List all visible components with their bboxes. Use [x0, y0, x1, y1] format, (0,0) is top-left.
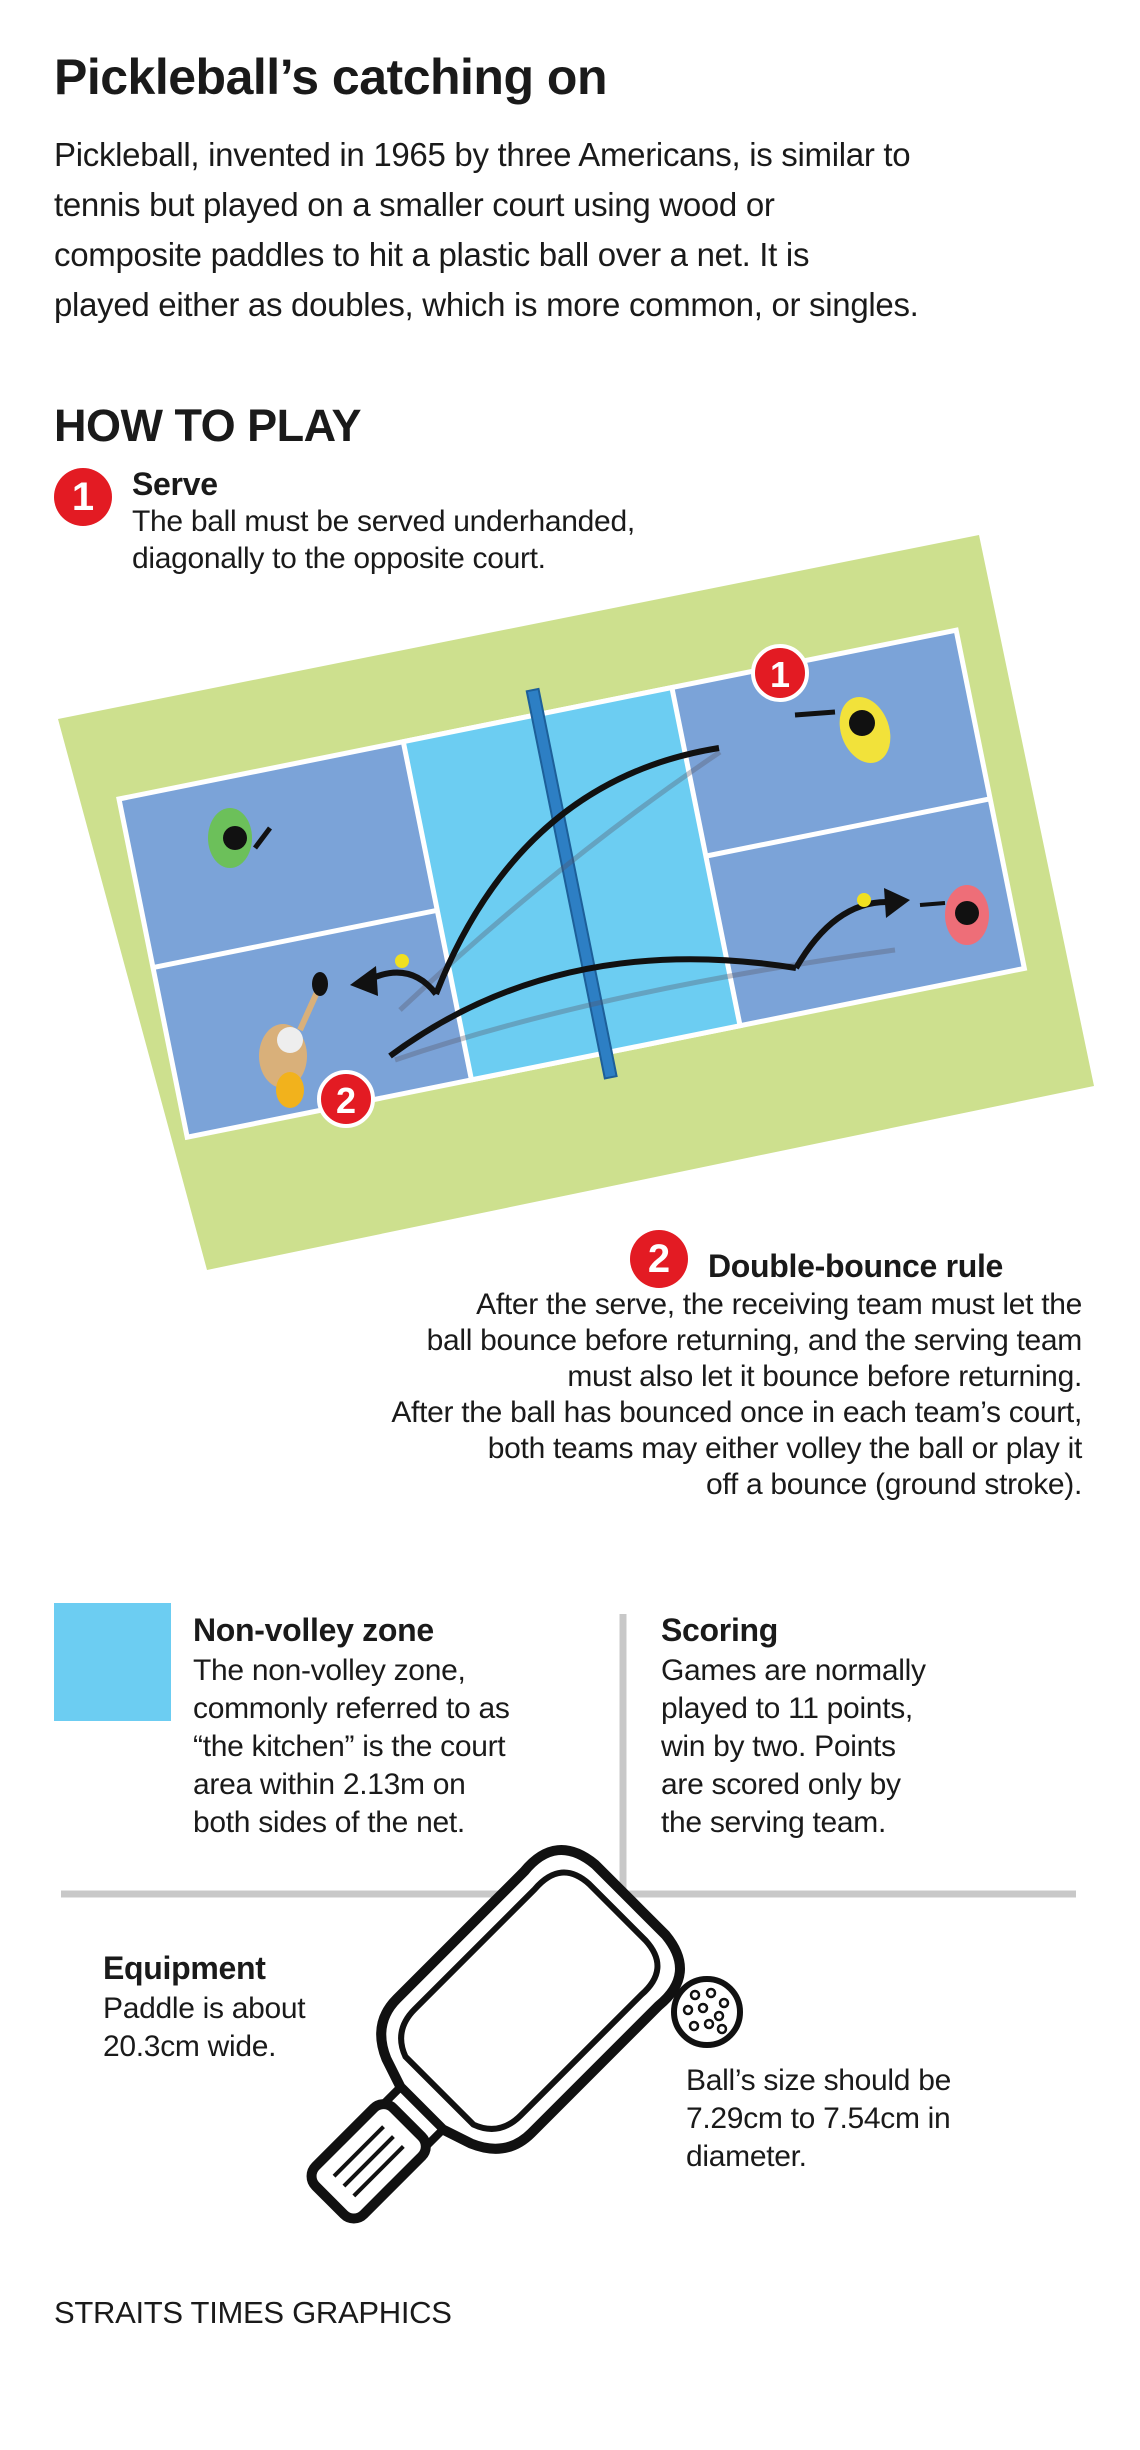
non-volley-color-swatch: [54, 1603, 171, 1721]
net: [525, 687, 618, 1080]
footer-credit: STRAITS TIMES GRAPHICS: [54, 2295, 452, 2330]
non-volley-line: “the kitchen” is the court: [193, 1730, 506, 1763]
scoring-line: the serving team.: [661, 1806, 887, 1839]
double-bounce-line: ball bounce before returning, and the se…: [426, 1324, 1083, 1357]
player-pink: [919, 885, 989, 945]
ball-line: 7.29cm to 7.54cm in: [686, 2102, 951, 2135]
non-volley-title: Non-volley zone: [193, 1612, 434, 1648]
paddle-description: Paddle is about 20.3cm wide.: [103, 1990, 306, 2066]
scoring-description: Games are normally played to 11 points, …: [661, 1652, 926, 1842]
player-tan: [259, 972, 328, 1108]
double-bounce-line: must also let it bounce before returning…: [567, 1360, 1082, 1393]
paddle-line: Paddle is about: [103, 1992, 306, 2025]
scoring-line: are scored only by: [661, 1768, 901, 1801]
center-line-right: [705, 796, 991, 859]
step-1-badge: 1: [54, 468, 112, 526]
ball-line: diameter.: [686, 2140, 807, 2173]
court-marker-2: 2: [317, 1070, 375, 1128]
non-volley-line: commonly referred to as: [193, 1692, 510, 1725]
double-bounce-description: After the serve, the receiving team must…: [391, 1287, 1082, 1503]
double-bounce-line: After the serve, the receiving team must…: [476, 1288, 1082, 1321]
paddle-line: 20.3cm wide.: [103, 2030, 277, 2063]
bounce-arrow: [793, 898, 891, 970]
serve-line: diagonally to the opposite court.: [132, 542, 546, 575]
scoring-title: Scoring: [661, 1612, 779, 1648]
ball-line: Ball’s size should be: [686, 2064, 951, 2097]
serve-trajectory: [433, 745, 720, 996]
non-volley-description: The non-volley zone, commonly referred t…: [193, 1652, 510, 1842]
player-green: [208, 808, 272, 868]
how-to-play-heading: HOW TO PLAY: [54, 400, 362, 451]
step-2-badge: 2: [630, 1230, 688, 1288]
center-line-left: [152, 907, 438, 971]
ball-description: Ball’s size should be 7.29cm to 7.54cm i…: [686, 2062, 951, 2176]
double-bounce-line: off a bounce (ground stroke).: [706, 1468, 1082, 1501]
non-volley-line: The non-volley zone,: [193, 1654, 466, 1687]
pickleball-icon: [671, 1976, 743, 2048]
court-illustration: 1 2: [58, 535, 1094, 1270]
player-yellow: [794, 697, 891, 763]
arrowhead-right: [884, 888, 910, 918]
non-volley-line: area within 2.13m on: [193, 1768, 466, 1801]
non-volley-line: both sides of the net.: [193, 1806, 465, 1839]
scoring-line: Games are normally: [661, 1654, 926, 1687]
equipment-title: Equipment: [103, 1950, 266, 1986]
serve-line: The ball must be served underhanded,: [132, 505, 635, 538]
double-bounce-line: After the ball has bounced once in each …: [391, 1396, 1082, 1429]
double-bounce-line: both teams may either volley the ball or…: [487, 1432, 1083, 1465]
arrowhead-left: [350, 966, 378, 996]
court-marker-label: 2: [336, 1080, 356, 1121]
page-title: Pickleball’s catching on: [54, 49, 608, 105]
scoring-line: win by two. Points: [661, 1730, 896, 1763]
intro-line: Pickleball, invented in 1965 by three Am…: [54, 136, 911, 173]
court-marker-1: 1: [751, 644, 809, 702]
serve-description: The ball must be served underhanded, dia…: [132, 503, 635, 577]
intro-paragraph: Pickleball, invented in 1965 by three Am…: [54, 130, 919, 330]
intro-line: composite paddles to hit a plastic ball …: [54, 236, 810, 273]
intro-line: played either as doubles, which is more …: [54, 286, 919, 323]
intro-line: tennis but played on a smaller court usi…: [54, 186, 775, 223]
paddle-icon: [306, 1845, 685, 2224]
ball-icon: [395, 954, 409, 968]
scoring-line: played to 11 points,: [661, 1692, 913, 1725]
court-marker-label: 1: [770, 654, 790, 695]
serve-title: Serve: [132, 466, 218, 502]
ball-icon: [857, 893, 871, 907]
return-trajectory: [388, 956, 797, 1059]
double-bounce-title: Double-bounce rule: [708, 1248, 1004, 1284]
